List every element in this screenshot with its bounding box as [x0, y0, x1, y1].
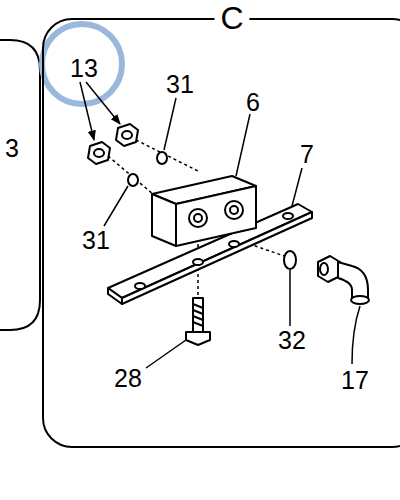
valve-block — [152, 176, 256, 246]
callout-number: 28 — [114, 364, 142, 392]
callout-number: 31 — [166, 70, 194, 98]
callout-number: 17 — [341, 366, 369, 394]
neighbour-panel — [0, 40, 40, 330]
callout-number: 6 — [246, 88, 260, 116]
callout-number: 32 — [278, 326, 306, 354]
callout-number: 3 — [5, 134, 19, 162]
o-ring — [128, 174, 138, 186]
callout-number: 7 — [300, 140, 314, 168]
elbow-fitting — [318, 256, 369, 304]
o-ring — [157, 152, 167, 164]
leader-lines — [80, 82, 360, 368]
fitting — [88, 124, 138, 164]
section-letter: C — [214, 0, 249, 38]
callout-number: 13 — [70, 54, 98, 82]
bolt — [186, 298, 210, 345]
o-ring — [284, 251, 296, 269]
callout-number: 31 — [82, 226, 110, 254]
